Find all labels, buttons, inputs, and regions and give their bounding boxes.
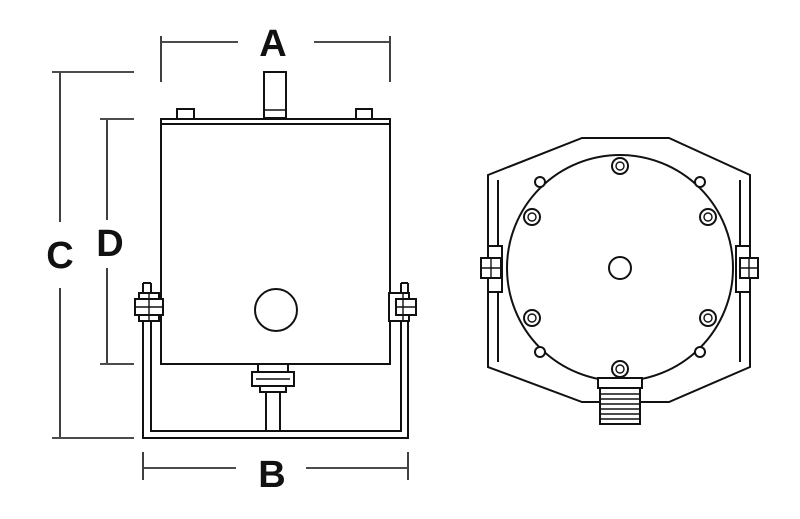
side-left-bolt (480, 257, 502, 279)
top-shaft (263, 71, 287, 119)
top-left-stud (176, 108, 195, 120)
dimension-d: D (96, 118, 134, 365)
dimension-b: B (142, 452, 409, 496)
top-right-stud (355, 108, 373, 120)
right-pivot-bolt (388, 292, 417, 322)
threaded-conduit (597, 377, 643, 425)
dimension-a: A (160, 23, 391, 82)
corner-holes (534, 176, 706, 358)
cover-bolts (523, 157, 717, 378)
side-right-bolt (739, 257, 759, 279)
left-pivot-bolt (134, 292, 164, 322)
side-view (480, 137, 759, 425)
dimension-label-c: C (46, 235, 73, 277)
mounting-bracket (142, 283, 409, 439)
front-port (254, 288, 298, 332)
dimension-label-d: D (96, 223, 123, 265)
dimension-label-b: B (258, 454, 285, 496)
bottom-fitting (251, 363, 295, 431)
dimension-c: C (46, 71, 134, 439)
center-hub (608, 256, 632, 280)
dimension-label-a: A (259, 23, 286, 65)
front-view (134, 71, 417, 439)
